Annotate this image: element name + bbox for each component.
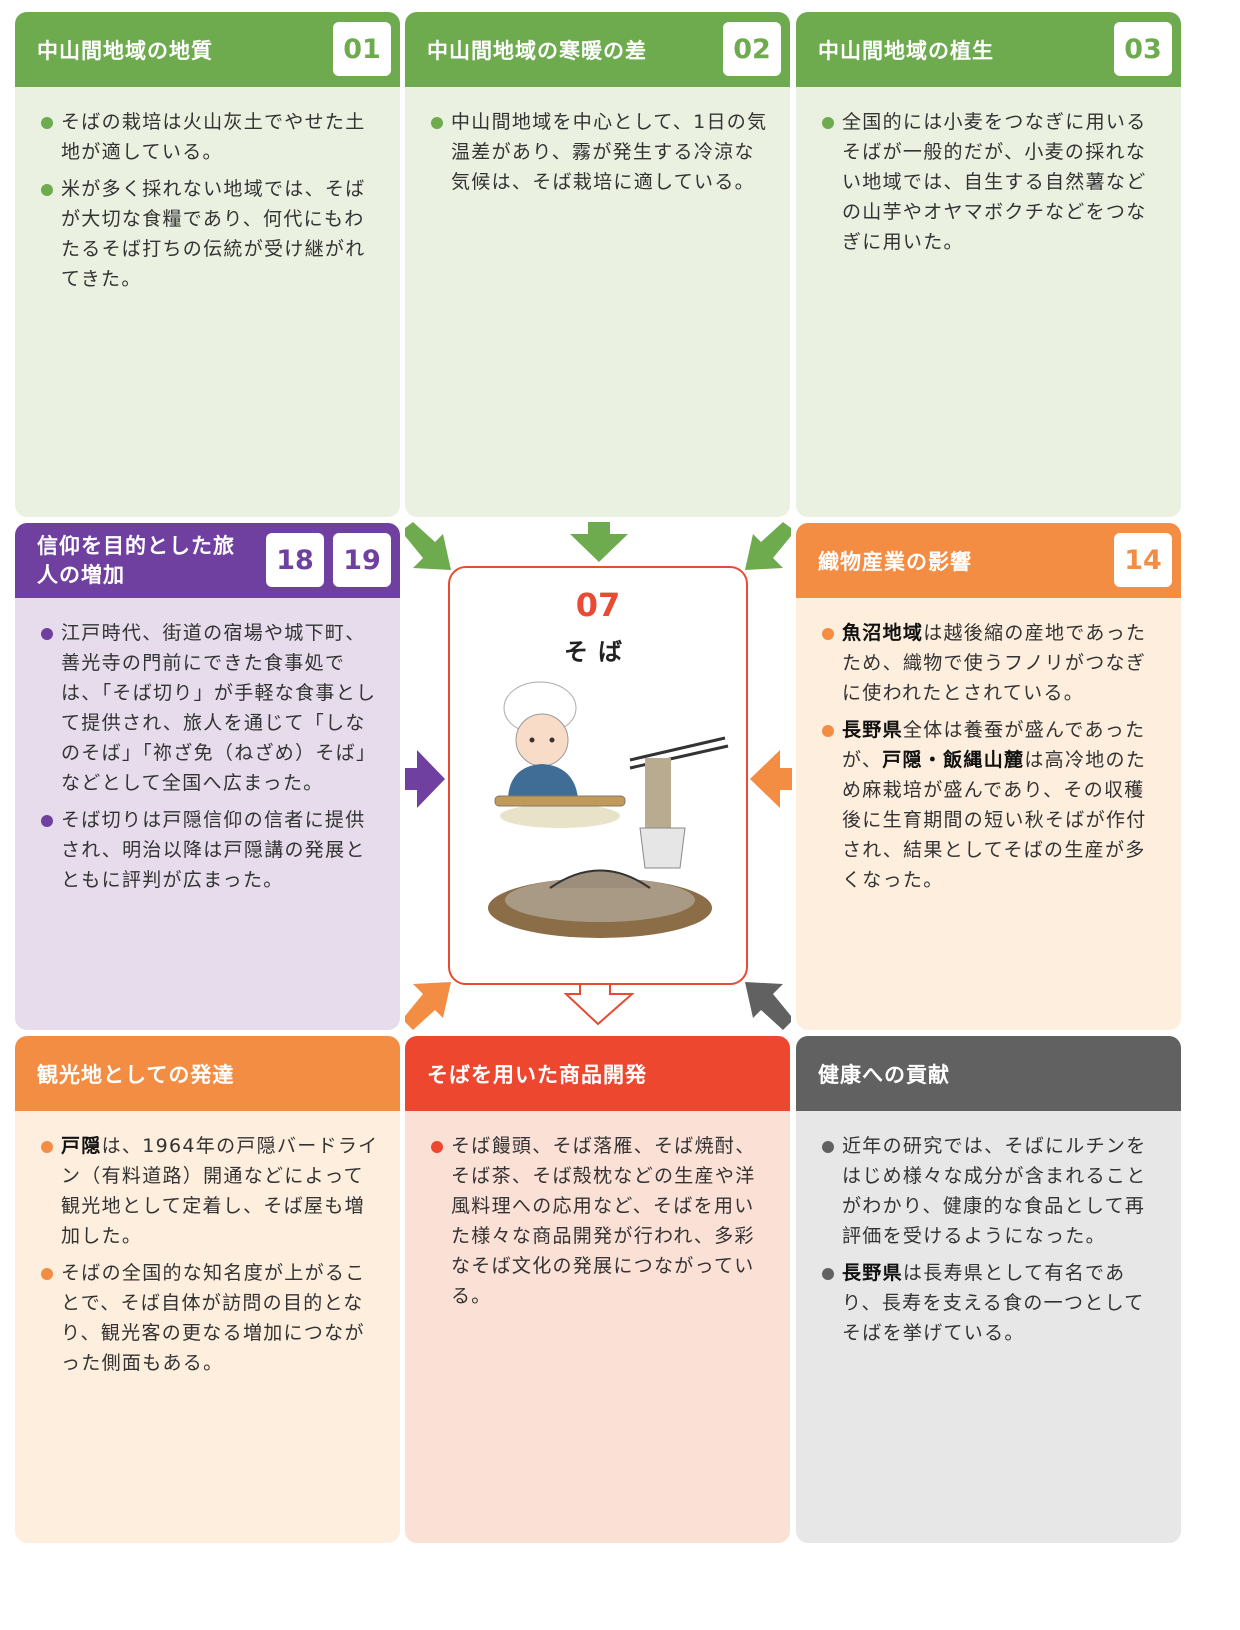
bullet-dot-icon: [822, 725, 834, 737]
bullet-dot-icon: [41, 815, 53, 827]
arrow-down-icon: [570, 522, 628, 562]
card-health: 健康への貢献近年の研究では、そばにルチンをはじめ様々な成分が含まれることがわかり…: [796, 1036, 1181, 1543]
bullet-dot-icon: [822, 1268, 834, 1280]
arrow-diagonal-icon: [745, 982, 791, 1030]
bullet-item: 江戸時代、街道の宿場や城下町、善光寺の門前にできた食事処では、「そば切り」が手軽…: [41, 618, 382, 798]
arrow-down-outline-icon: [563, 983, 635, 1026]
arrow-diagonal-icon: [745, 522, 791, 570]
ref-number: 14: [1114, 533, 1172, 587]
bullet-dot-icon: [41, 117, 53, 129]
bullet-text: そば饅頭、そば落雁、そば焼酎、そば茶、そば殻枕などの生産や洋風料理への応用など、…: [451, 1135, 756, 1307]
card-body: 戸隠は、1964年の戸隠バードライン（有料道路）開通などによって観光地として定着…: [15, 1111, 400, 1543]
card-title: そばを用いた商品開発: [427, 1062, 647, 1087]
card-body: そば饅頭、そば落雁、そば焼酎、そば茶、そば殻枕などの生産や洋風料理への応用など、…: [405, 1111, 790, 1543]
bullet-text: 米が多く採れない地域では、そばが大切な食糧であり、何代にもわたるそば打ちの伝統が…: [61, 178, 366, 290]
bullet-text: は長寿県として有名であり、長寿を支える食の一つとしてそばを挙げている。: [842, 1262, 1145, 1344]
bullet-text: 近年の研究では、そばにルチンをはじめ様々な成分が含まれることがわかり、健康的な食…: [842, 1135, 1147, 1247]
bullet-item: 魚沼地域は越後縮の産地であったため、織物で使うフノリがつなぎに使われたとされてい…: [822, 618, 1163, 708]
bullet-dot-icon: [431, 117, 443, 129]
ref-number: 01: [333, 22, 391, 76]
bold-term: 魚沼地域: [842, 622, 924, 644]
ref-number: 18: [266, 533, 324, 587]
center-topic-soba: 07 そば: [448, 566, 748, 985]
bullet-text: 江戸時代、街道の宿場や城下町、善光寺の門前にできた食事処では、「そば切り」が手軽…: [61, 622, 377, 794]
ref-number: 02: [723, 22, 781, 76]
ref-number: 03: [1114, 22, 1172, 76]
bullet-dot-icon: [822, 117, 834, 129]
bullet-item: そば切りは戸隠信仰の信者に提供され、明治以降は戸隠講の発展とともに評判が広まった…: [41, 805, 382, 895]
bullet-text: 全体は養蚕が盛んであったが、: [842, 719, 1146, 771]
topic-title: そば: [564, 638, 632, 666]
card-vegetation: 中山間地域の植生 03 全国的には小麦をつなぎに用いるそばが一般的だが、小麦の採れな…: [796, 12, 1181, 517]
bullet-text: そばの全国的な知名度が上がることで、そば自体が訪問の目的となり、観光客の更なる増…: [61, 1262, 366, 1374]
card-title: 中山間地域の寒暖の差: [427, 38, 647, 63]
bullet-item: 中山間地域を中心として、1日の気温差があり、霧が発生する冷涼な気候は、そば栽培に…: [431, 107, 772, 197]
card-temperature: 中山間地域の寒暖の差 02 中山間地域を中心として、1日の気温差があり、霧が発生する…: [405, 12, 790, 517]
bullet-dot-icon: [41, 1268, 53, 1280]
bullet-text: 中山間地域を中心として、1日の気温差があり、霧が発生する冷涼な気候は、そば栽培に…: [451, 111, 768, 193]
card-textile: 織物産業の影響 14 魚沼地域は越後縮の産地であったため、織物で使うフノリがつなぎに…: [796, 523, 1181, 1030]
bullet-item: 戸隠は、1964年の戸隠バードライン（有料道路）開通などによって観光地として定着…: [41, 1131, 382, 1251]
card-title: 中山間地域の植生: [818, 38, 994, 63]
bullet-item: そばの全国的な知名度が上がることで、そば自体が訪問の目的となり、観光客の更なる増…: [41, 1258, 382, 1378]
card-body: 江戸時代、街道の宿場や城下町、善光寺の門前にできた食事処では、「そば切り」が手軽…: [15, 598, 400, 1030]
arrow-right-icon: [405, 750, 445, 808]
bullet-text: そばの栽培は火山灰土でやせた土地が適している。: [61, 111, 366, 163]
arrow-diagonal-icon: [405, 522, 451, 570]
card-products: そばを用いた商品開発そば饅頭、そば落雁、そば焼酎、そば茶、そば殻枕などの生産や洋…: [405, 1036, 790, 1543]
card-body: そばの栽培は火山灰土でやせた土地が適している。米が多く採れない地域では、そばが大…: [15, 87, 400, 517]
card-body: 中山間地域を中心として、1日の気温差があり、霧が発生する冷涼な気候は、そば栽培に…: [405, 87, 790, 517]
bullet-dot-icon: [822, 1141, 834, 1153]
bullet-dot-icon: [822, 628, 834, 640]
bullet-item: そば饅頭、そば落雁、そば焼酎、そば茶、そば殻枕などの生産や洋風料理への応用など、…: [431, 1131, 772, 1311]
card-body: 全国的には小麦をつなぎに用いるそばが一般的だが、小麦の採れない地域では、自生する…: [796, 87, 1181, 517]
bullet-text: は高冷地のため麻栽培が盛んであり、その収穫後に生育期間の短い秋そばが作付され、結…: [842, 749, 1147, 891]
bullet-item: 米が多く採れない地域では、そばが大切な食糧であり、何代にもわたるそば打ちの伝統が…: [41, 174, 382, 294]
ref-number: 19: [333, 533, 391, 587]
arrow-left-icon: [750, 750, 792, 808]
card-title: 信仰を目的とした旅人の増加: [37, 533, 235, 587]
card-title: 織物産業の影響: [818, 549, 972, 574]
card-geology: 中山間地域の地質 01 そばの栽培は火山灰土でやせた土地が適している。米が多く採れな…: [15, 12, 400, 517]
bullet-dot-icon: [41, 184, 53, 196]
card-title: 中山間地域の地質: [37, 38, 213, 63]
card-title: 観光地としての発達: [37, 1062, 235, 1087]
card-body: 魚沼地域は越後縮の産地であったため、織物で使うフノリがつなぎに使われたとされてい…: [796, 598, 1181, 1030]
topic-number: 07: [575, 586, 621, 624]
bullet-item: 近年の研究では、そばにルチンをはじめ様々な成分が含まれることがわかり、健康的な食…: [822, 1131, 1163, 1251]
bold-term: 長野県: [842, 719, 903, 741]
bullet-item: 長野県は長寿県として有名であり、長寿を支える食の一つとしてそばを挙げている。: [822, 1258, 1163, 1348]
card-tourism: 観光地としての発達戸隠は、1964年の戸隠バードライン（有料道路）開通などによっ…: [15, 1036, 400, 1543]
card-body: 近年の研究では、そばにルチンをはじめ様々な成分が含まれることがわかり、健康的な食…: [796, 1111, 1181, 1543]
bullet-item: 全国的には小麦をつなぎに用いるそばが一般的だが、小麦の採れない地域では、自生する…: [822, 107, 1163, 257]
bullet-text: は、1964年の戸隠バードライン（有料道路）開通などによって観光地として定着し、…: [61, 1135, 379, 1247]
bullet-item: そばの栽培は火山灰土でやせた土地が適している。: [41, 107, 382, 167]
bullet-text: 全国的には小麦をつなぎに用いるそばが一般的だが、小麦の採れない地域では、自生する…: [842, 111, 1147, 253]
bullet-dot-icon: [41, 1141, 53, 1153]
bold-term: 戸隠: [61, 1135, 102, 1157]
card-title: 健康への貢献: [818, 1062, 950, 1087]
bullet-item: 長野県全体は養蚕が盛んであったが、戸隠・飯縄山麓は高冷地のため麻栽培が盛んであり…: [822, 715, 1163, 895]
bold-term: 長野県: [842, 1262, 903, 1284]
soba-chef-illustration: [488, 681, 729, 938]
bullet-text: そば切りは戸隠信仰の信者に提供され、明治以降は戸隠講の発展とともに評判が広まった…: [61, 809, 366, 891]
bullet-text: は越後縮の産地であったため、織物で使うフノリがつなぎに使われたとされている。: [842, 622, 1147, 704]
arrow-diagonal-icon: [405, 982, 451, 1030]
bullet-dot-icon: [431, 1141, 443, 1153]
bold-term: 戸隠・飯縄山麓: [882, 749, 1025, 771]
bullet-dot-icon: [41, 628, 53, 640]
